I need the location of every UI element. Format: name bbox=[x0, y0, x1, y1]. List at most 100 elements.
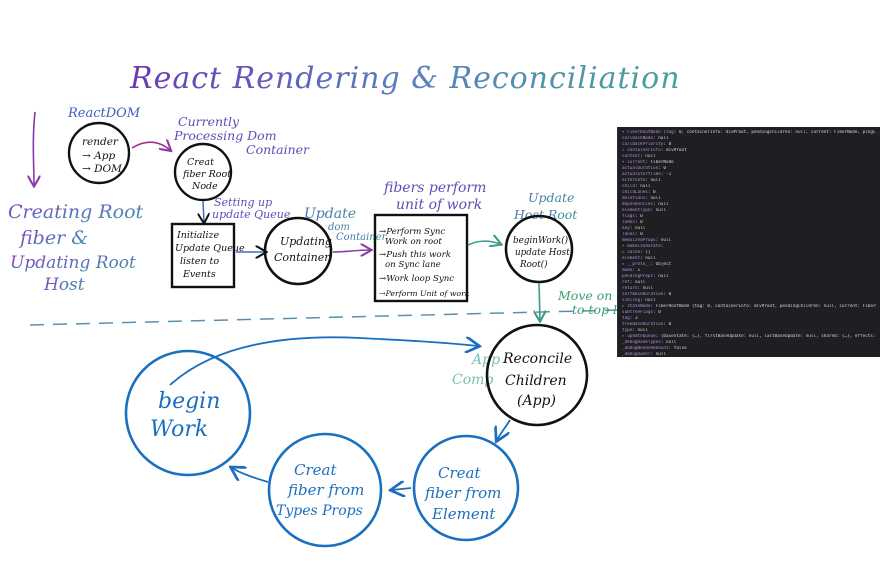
devtools-line: ▸ cache: {} bbox=[622, 250, 651, 255]
update-dom-line-3: Container bbox=[336, 232, 388, 243]
devtools-line: _debugNeedsRemount: false bbox=[622, 346, 687, 351]
react-dom-circle bbox=[67, 121, 131, 185]
react-dom-heading: ReactDOM bbox=[67, 106, 141, 121]
move-on-line-1: Move on bbox=[557, 288, 612, 303]
react-dom-line-2: → App bbox=[82, 150, 115, 162]
begin-work-line-2: Work bbox=[150, 417, 208, 442]
devtools-line: alternate: null bbox=[622, 178, 661, 183]
devtools-line: ref: null bbox=[622, 280, 646, 285]
devtools-line: selfBaseDuration: 0 bbox=[622, 292, 672, 297]
devtools-line: context: null bbox=[622, 154, 656, 159]
devtools-line: childLanes: 0 bbox=[622, 190, 656, 195]
init-queue-line-2: Update Queue bbox=[175, 243, 245, 254]
arrow-updating-to-perform bbox=[332, 250, 370, 252]
fiber-root-circle bbox=[173, 142, 233, 202]
side-label-line-2: fiber & bbox=[18, 227, 88, 249]
arrow-perform-to-host-root bbox=[467, 241, 500, 245]
arrow-element-to-types bbox=[392, 488, 412, 490]
setting-up-label: Setting up update Queue bbox=[212, 196, 291, 221]
arrow-reconcile-to-element bbox=[497, 419, 511, 440]
devtools-line: sibling: null bbox=[622, 298, 656, 303]
creat-from-element-node: Creat fiber from Element bbox=[412, 434, 520, 542]
fibers-perform-line-5: →Work loop Sync bbox=[379, 274, 454, 284]
fibers-perform-line-4: on Sync lane bbox=[385, 260, 441, 270]
init-queue-node: Initialize Update Queue listen to Events bbox=[170, 222, 245, 289]
host-root-line-2: update Host bbox=[515, 248, 570, 258]
reconcile-node: Reconcile Children (App) bbox=[485, 323, 589, 427]
fiber-root-line-3: Node bbox=[191, 181, 218, 192]
devtools-line: ▸ __proto__: Object bbox=[622, 262, 672, 267]
updating-container-circle bbox=[263, 216, 333, 286]
host-root-line-3: Root() bbox=[519, 259, 548, 270]
creat-from-element-line-3: Element bbox=[431, 505, 496, 523]
creat-from-types-line-1: Creat bbox=[294, 461, 337, 479]
devtools-line: _debugHookTypes: null bbox=[622, 340, 677, 345]
devtools-line: elementType: null bbox=[622, 208, 666, 213]
fibers-perform-line-6: →Perform Unit of work bbox=[379, 289, 470, 298]
creat-from-types-circle bbox=[267, 432, 383, 548]
devtools-line: actualDuration: 0 bbox=[622, 166, 666, 171]
devtools-line: ▸ updateQueue: {baseState: {…}, firstBas… bbox=[622, 334, 876, 339]
devtools-line: lanes: 0 bbox=[622, 232, 643, 237]
devtools-line: ▾ memoizedState: bbox=[622, 244, 664, 249]
fibers-perform-line-1: →Perform Sync bbox=[379, 227, 445, 237]
arrow-render-to-fiber-root bbox=[131, 142, 170, 150]
separator-line bbox=[29, 309, 621, 326]
host-root-line-1: beginWork() bbox=[513, 235, 569, 246]
creat-from-element-circle bbox=[412, 434, 520, 542]
creat-from-element-line-2: fiber from bbox=[424, 484, 501, 502]
devtools-line: flags: 0 bbox=[622, 214, 643, 219]
init-queue-line-1: Initialize bbox=[176, 230, 220, 241]
fiber-root-heading-2: Processing Dom bbox=[173, 128, 277, 143]
updating-container-line-1: Updating bbox=[280, 235, 332, 248]
fibers-perform-heading-1: fibers perform bbox=[383, 180, 486, 196]
fiber-root-line-2: fiber Root bbox=[182, 169, 231, 180]
arrow-host-root-to-reconcile bbox=[539, 282, 540, 320]
creat-from-types-line-2: fiber from bbox=[287, 481, 364, 499]
begin-work-node: begin Work bbox=[124, 349, 252, 477]
updating-container-node: Updating Container bbox=[263, 216, 333, 286]
devtools-line: type: null bbox=[622, 328, 648, 333]
app-comp-line-2: Comp bbox=[452, 372, 493, 388]
reconcile-circle bbox=[485, 323, 589, 427]
devtools-line: memoizedProps: null bbox=[622, 238, 672, 243]
host-root-heading-1: Update bbox=[528, 190, 574, 205]
devtools-line: return: null bbox=[622, 286, 654, 291]
fibers-perform-line-2: Work on root bbox=[385, 237, 442, 247]
creat-from-types-node: Creat fiber from Types Props bbox=[267, 432, 383, 548]
arrow-types-to-begin bbox=[232, 468, 269, 483]
devtools-line: index: 0 bbox=[622, 220, 643, 225]
devtools-line: callbackNode: null bbox=[622, 136, 669, 141]
devtools-line: ▾ current: FiberNode bbox=[622, 160, 674, 165]
reconcile-line-3: (App) bbox=[517, 393, 556, 409]
fiber-root-heading-3: Container bbox=[246, 142, 310, 157]
react-dom-line-1: render bbox=[82, 136, 119, 148]
side-label-line-4: Host bbox=[43, 275, 85, 295]
devtools-line: ▸ stateNode: FiberRootNode {tag: 0, cont… bbox=[622, 304, 876, 309]
devtools-line: treeBaseDuration: 0 bbox=[622, 322, 672, 327]
creat-from-types-line-3: Types Props bbox=[276, 503, 363, 519]
app-comp-label: App Comp bbox=[452, 352, 500, 388]
devtools-line: child: null bbox=[622, 184, 651, 189]
setting-up-line-2: update Queue bbox=[212, 208, 291, 221]
init-queue-line-4: Events bbox=[182, 269, 216, 280]
devtools-line: key: null bbox=[622, 226, 646, 231]
devtools-console-panel: ▾ FiberRootNode {tag: 0, containerInfo: … bbox=[617, 127, 880, 357]
react-dom-node: ReactDOM render → App → DOM bbox=[67, 106, 141, 185]
side-label: Creating Root fiber & Updating Root Host bbox=[8, 201, 144, 295]
devtools-line: pendingProps: null bbox=[622, 274, 669, 279]
devtools-line: actualStartTime: -1 bbox=[622, 172, 672, 177]
reconcile-line-2: Children bbox=[505, 373, 567, 389]
app-comp-line-1: App bbox=[470, 352, 500, 368]
devtools-line: tag: 3 bbox=[622, 316, 638, 321]
creat-from-element-line-1: Creat bbox=[438, 464, 481, 482]
begin-work-circle bbox=[124, 349, 252, 477]
reconcile-line-1: Reconcile bbox=[502, 351, 572, 367]
devtools-line: ▸ containerInfo: div#root bbox=[622, 148, 687, 153]
fibers-perform-heading-2: unit of work bbox=[396, 197, 482, 213]
left-down-arrow bbox=[33, 111, 35, 185]
fibers-perform-node: fibers perform unit of work →Perform Syn… bbox=[373, 180, 486, 303]
devtools-line: _debugOwner: null bbox=[622, 352, 666, 357]
side-label-line-3: Updating Root bbox=[10, 253, 136, 273]
devtools-line: ▾ FiberRootNode {tag: 0, containerInfo: … bbox=[622, 130, 876, 135]
